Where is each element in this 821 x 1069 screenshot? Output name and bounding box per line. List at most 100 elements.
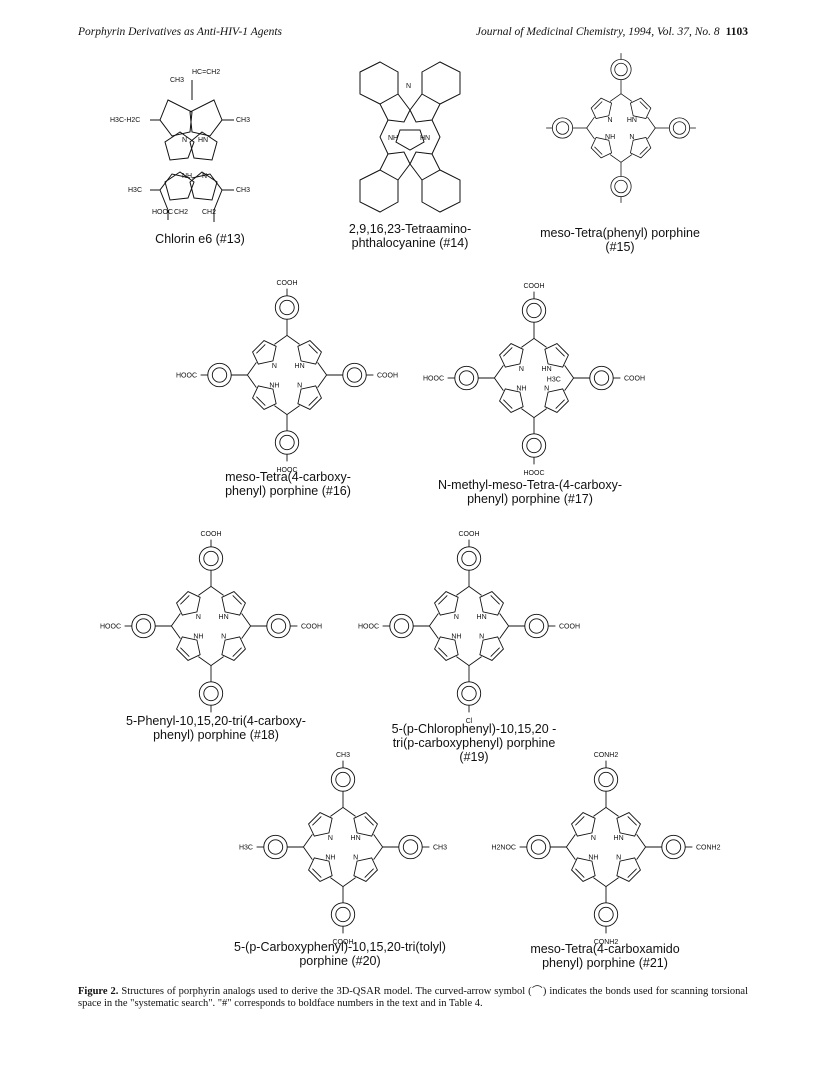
substituent-right: COOH xyxy=(624,376,645,383)
structure-13: HC=CH2 CH3 H3C-H2C CH3 H3C CH3 N HN NH N… xyxy=(110,60,290,222)
structure-13-drawing: HC=CH2 CH3 H3C-H2C CH3 H3C CH3 N HN NH N… xyxy=(110,69,250,222)
phthalo-hn: HN xyxy=(420,135,430,142)
ring-nh: NH xyxy=(605,134,615,141)
figure-label: Figure 2. xyxy=(78,986,119,997)
substituent-right: CH3 xyxy=(433,845,447,852)
ring-n: N xyxy=(454,614,459,621)
ring-n2: N xyxy=(629,134,634,141)
chlorin-ethyl: H3C-H2C xyxy=(110,117,140,124)
ring-n: N xyxy=(608,117,613,124)
ring-nh: NH xyxy=(516,386,526,393)
chlorin-ch2-a: CH2 xyxy=(174,209,188,216)
substituent-top: COOH xyxy=(524,283,545,290)
substituent-top: CH3 xyxy=(336,752,350,759)
structure-14-drawing: N NH HN xyxy=(359,61,461,213)
substituent-core: H3C xyxy=(547,377,561,384)
caption-17: N-methyl-meso-Tetra-(4-carboxy-phenyl) p… xyxy=(437,478,623,506)
ring-n: N xyxy=(328,835,333,842)
ring-hn: HN xyxy=(351,835,361,842)
figure-caption: Figure 2. Structures of porphyrin analog… xyxy=(78,986,748,1010)
ring-n2: N xyxy=(353,855,358,862)
substituent-left: HOOC xyxy=(358,624,379,631)
ring-n: N xyxy=(519,366,524,373)
substituent-bottom: CONH2 xyxy=(594,939,619,946)
chlorin-vinyl: HC=CH2 xyxy=(192,69,220,76)
ring-nh: NH xyxy=(588,855,598,862)
ring-hn: HN xyxy=(542,366,552,373)
substituent-right: COOH xyxy=(377,373,398,380)
structure-14: N NH HN xyxy=(340,61,480,213)
substituent-bottom: HOOC xyxy=(524,470,545,477)
ring-hn: HN xyxy=(477,614,487,621)
ring-hn: HN xyxy=(295,363,305,370)
chlorin-methyl-1: CH3 xyxy=(170,77,184,84)
ring-nh: NH xyxy=(269,383,279,390)
substituent-bottom: COOH xyxy=(333,939,354,946)
substituent-top: COOH xyxy=(277,280,298,287)
caption-13: Chlorin e6 (#13) xyxy=(155,232,245,246)
ring-nh: NH xyxy=(451,634,461,641)
substituent-top: COOH xyxy=(459,531,480,538)
substituent-right: CONH2 xyxy=(696,845,721,852)
phthalo-nh: NH xyxy=(388,135,398,142)
running-header-title: Porphyrin Derivatives as Anti-HIV-1 Agen… xyxy=(78,26,282,38)
ring-hn: HN xyxy=(614,835,624,842)
ring-n2: N xyxy=(479,634,484,641)
substituent-left: H3C xyxy=(239,845,253,852)
caption-18: 5-Phenyl-10,15,20-tri(4-carboxy-phenyl) … xyxy=(126,714,306,742)
figure-caption-text: Structures of porphyrin analogs used to … xyxy=(78,986,748,1009)
ring-n: N xyxy=(196,614,201,621)
ring-n2: N xyxy=(297,383,302,390)
caption-19: 5-(p-Chlorophenyl)-10,15,20 -tri(p-carbo… xyxy=(391,722,557,764)
substituent-top: COOH xyxy=(201,531,222,538)
caption-16: meso-Tetra(4-carboxy-phenyl) porphine (#… xyxy=(225,470,351,498)
ring-hn: HN xyxy=(219,614,229,621)
ring-n2: N xyxy=(544,386,549,393)
chlorin-methyl-3: H3C xyxy=(128,187,142,194)
substituent-left: HOOC xyxy=(100,624,121,631)
caption-21: meso-Tetra(4-carboxamido phenyl) porphin… xyxy=(530,942,680,970)
substituent-left: HOOC xyxy=(176,373,197,380)
ring-n: N xyxy=(272,363,277,370)
substituent-left: H2NOC xyxy=(491,845,516,852)
chlorin-ch2-b: CH2 xyxy=(202,209,216,216)
caption-14: 2,9,16,23-Tetraamino-phthalocyanine (#14… xyxy=(348,222,472,250)
substituent-top: CONH2 xyxy=(594,752,619,759)
caption-20: 5-(p-Carboxyphenyl)-10,15,20-tri(tolyl) … xyxy=(234,940,446,968)
chlorin-methyl-4: CH3 xyxy=(236,187,250,194)
substituent-bottom: HOOC xyxy=(277,467,298,474)
ring-nh: NH xyxy=(325,855,335,862)
journal-citation: Journal of Medicinal Chemistry, 1994, Vo… xyxy=(475,26,720,38)
page-number: 1103 xyxy=(725,26,748,38)
chlorin-nh: NH xyxy=(182,173,192,180)
substituent-right: COOH xyxy=(301,624,322,631)
ring-n2: N xyxy=(616,855,621,862)
substituent-left: HOOC xyxy=(423,376,444,383)
ring-n: N xyxy=(591,835,596,842)
substituent-bottom: Cl xyxy=(466,718,473,725)
substituent-right: COOH xyxy=(559,624,580,631)
ring-hn: HN xyxy=(627,117,637,124)
ring-nh: NH xyxy=(193,634,203,641)
chlorin-n: N xyxy=(182,137,187,144)
chlorin-hn: HN xyxy=(198,137,208,144)
chlorin-n2: N xyxy=(202,173,207,180)
phthalo-n-top: N xyxy=(406,83,411,90)
ring-n2: N xyxy=(221,634,226,641)
caption-15: meso-Tetra(phenyl) porphine (#15) xyxy=(540,226,700,254)
running-header-journal: Journal of Medicinal Chemistry, 1994, Vo… xyxy=(404,26,748,38)
chlorin-methyl-2: CH3 xyxy=(236,117,250,124)
